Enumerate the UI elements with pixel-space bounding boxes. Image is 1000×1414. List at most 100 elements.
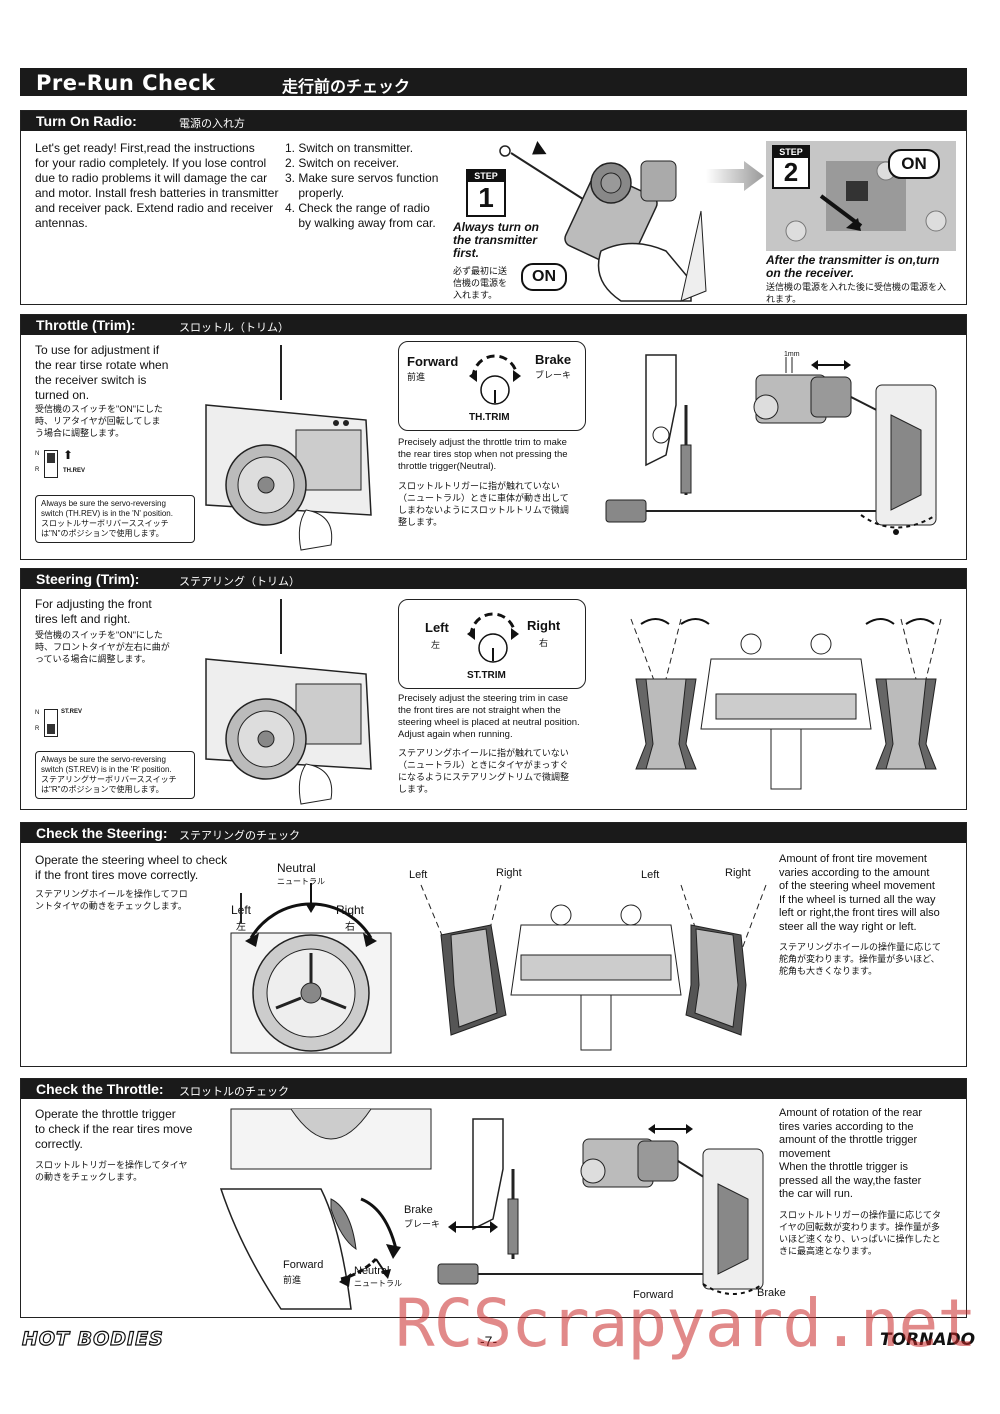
- desc-line: steering wheel is placed at neutral posi…: [398, 717, 580, 728]
- diagram-left-label: Left: [409, 869, 428, 881]
- note-line: れます。: [766, 294, 802, 304]
- check-steering-desc: Amount of front tire movement varies acc…: [779, 853, 964, 934]
- intro-line: due to radio problems it will damage the…: [35, 171, 268, 185]
- intro-line: the receiver switch is: [35, 373, 147, 387]
- th-trim-dial-box: Forward 前進 Brake ブレーキ TH.TRIM: [398, 341, 586, 431]
- throttle-desc-jp: スロットルトリガーに指が触れていない （ニュートラル）ときに車体が動き出して し…: [398, 480, 613, 528]
- steering-desc: Precisely adjust the steering trim in ca…: [398, 693, 613, 741]
- throttle-trigger-illustration: [219, 1108, 432, 1310]
- section-header: Steering (Trim): ステアリング（トリム）: [21, 569, 966, 589]
- switch-letter: N: [35, 710, 40, 716]
- desc-line: of the steering wheel movement: [779, 880, 935, 892]
- right-label: Right: [527, 618, 561, 633]
- brake-label: Brake: [535, 352, 572, 367]
- desc-line: amount of the throttle trigger: [779, 1134, 918, 1146]
- front-suspension-diagram: [630, 618, 942, 790]
- throttle-servo-linkage-diagram: [605, 354, 937, 535]
- switch-letters: N R: [35, 450, 39, 474]
- brake-label: Brake: [404, 1204, 433, 1216]
- desc-line: きに最高速となります。: [779, 1246, 877, 1256]
- on-bubble-2: ON: [888, 149, 940, 179]
- step2-note: After the transmitter is on,turn on the …: [766, 254, 966, 280]
- intro-line: if the front tires move correctly.: [35, 868, 199, 882]
- intro-line: 時、リアタイヤが回転してしま: [35, 416, 161, 426]
- desc-line: steer all the way right or left.: [779, 920, 917, 933]
- intro-line: っている場合に調整します。: [35, 654, 151, 664]
- step1-badge: STEP 1: [466, 169, 506, 217]
- section-title-jp: スロットルのチェック: [179, 1086, 289, 1098]
- desc-line: movement: [779, 1147, 831, 1160]
- desc-line: left or right,the front tires will also: [779, 907, 940, 919]
- step-item: by walking away from car.: [285, 216, 436, 230]
- intro-line: antennas.: [35, 216, 88, 230]
- radio-intro: Let's get ready! First,read the instruct…: [35, 141, 285, 231]
- note-line: switch (ST.REV) is in the 'R' position.: [41, 765, 172, 774]
- step1-note: Always turn on the transmitter first.: [453, 221, 553, 260]
- intro-line: ントタイヤの動きをチェックします。: [35, 901, 187, 911]
- desc-line: Precisely adjust the steering trim in ca…: [398, 693, 569, 704]
- throttle-intro: To use for adjustment if the rear tirse …: [35, 343, 195, 403]
- desc-line: Amount of front tire movement: [779, 853, 927, 865]
- intro-line: スロットルトリガーを操作してタイヤ: [35, 1160, 188, 1170]
- desc-line: varies according to the amount: [779, 866, 930, 879]
- neutral-label-jp: ニュートラル: [277, 877, 325, 886]
- step-item: 1. Switch on transmitter.: [285, 141, 414, 155]
- forward-label-jp: 前進: [407, 372, 426, 382]
- desc-line: しまわないようにスロットルトリムで微調: [398, 505, 569, 515]
- switch-label: ST.REV: [61, 709, 83, 715]
- desc-line: the car will run.: [779, 1188, 853, 1200]
- intro-line: correctly.: [35, 1137, 83, 1151]
- trim-knob-icon: [467, 612, 519, 663]
- note-line: は"R"のポジションで使用します。: [41, 785, 164, 794]
- section-throttle-trim: Throttle (Trim): スロットル（トリム） To use for a…: [20, 314, 967, 560]
- desc-line: （ニュートラル）ときにタイヤがまっすぐ: [398, 760, 569, 770]
- note-line: switch (TH.REV) is in the 'N' position.: [41, 509, 173, 518]
- desc-line: throttle trigger(Neutral).: [398, 461, 497, 472]
- left-label-jp: 左: [236, 922, 246, 933]
- desc-line: スロットルトリガーに指が触れていない: [398, 481, 560, 491]
- check-steering-intro: Operate the steering wheel to check if t…: [35, 853, 235, 883]
- st-rev-note: Always be sure the servo-reversing switc…: [35, 751, 195, 799]
- desc-line: If the wheel is turned all the way: [779, 893, 936, 906]
- steering-intro: For adjusting the front tires left and r…: [35, 597, 195, 627]
- intro-line: 受信機のスイッチを"ON"にした: [35, 630, 163, 640]
- switch-label: TH.REV: [63, 468, 86, 474]
- transmitter-hand-illustration: [499, 141, 707, 302]
- desc-line: します。: [398, 784, 434, 794]
- desc-line: スロットルトリガーの操作量に応じてタ: [779, 1210, 942, 1220]
- intro-line: Let's get ready! First,read the instruct…: [35, 141, 255, 155]
- check-throttle-intro: Operate the throttle trigger to check if…: [35, 1107, 205, 1152]
- desc-line: ステアリングホイールに指が触れていない: [398, 748, 569, 758]
- intro-line: Operate the throttle trigger: [35, 1107, 176, 1121]
- step1-label: STEP: [468, 171, 504, 182]
- note-line: After the transmitter is on,turn: [766, 253, 940, 267]
- check-steering-intro-jp: ステアリングホイールを操作してフロ ントタイヤの動きをチェックします。: [35, 888, 235, 912]
- brake-label-jp: ブレーキ: [404, 1219, 441, 1229]
- transmitter-illustration: [205, 345, 372, 551]
- st-rev-switch: N R ST.REV: [35, 707, 95, 743]
- intro-line: の動きをチェックします。: [35, 1172, 143, 1182]
- check-throttle-desc: Amount of rotation of the rear tires var…: [779, 1107, 964, 1202]
- desc-line: ステアリングホイールの操作量に応じて: [779, 942, 942, 952]
- page-title-jp: 走行前のチェック: [282, 79, 411, 96]
- intro-line: to check if the rear tires move: [35, 1122, 193, 1136]
- radio-steps-list: 1. Switch on transmitter. 2. Switch on r…: [285, 141, 460, 231]
- intro-line: 受信機のスイッチを"ON"にした: [35, 404, 163, 414]
- intro-line: the rear tirse rotate when: [35, 358, 169, 372]
- diagram-forward-label: Forward: [633, 1289, 674, 1301]
- diagram-right-label: Right: [725, 867, 751, 879]
- intro-line: 時、フロントタイヤが左右に曲が: [35, 642, 170, 652]
- intro-line: Operate the steering wheel to check: [35, 853, 228, 867]
- page-title-bar: Pre-Run Check 走行前のチェック: [20, 68, 967, 96]
- desc-line: pressed all the way,the faster: [779, 1174, 922, 1187]
- section-title-jp: 電源の入れ方: [179, 118, 245, 130]
- step2-number: 2: [783, 157, 799, 187]
- desc-line: Amount of rotation of the rear: [779, 1107, 923, 1119]
- th-rev-note: Always be sure the servo-reversing switc…: [35, 495, 195, 543]
- steering-desc-jp: ステアリングホイールに指が触れていない （ニュートラル）ときにタイヤがまっすぐ …: [398, 747, 613, 795]
- note-line: 送信機の電源を入れた後に受信機の電源を入: [766, 282, 947, 292]
- right-label: Right: [336, 903, 365, 917]
- section-title: Check the Steering:: [36, 825, 168, 841]
- note-line: first.: [453, 246, 480, 260]
- desc-line: 整します。: [398, 517, 443, 527]
